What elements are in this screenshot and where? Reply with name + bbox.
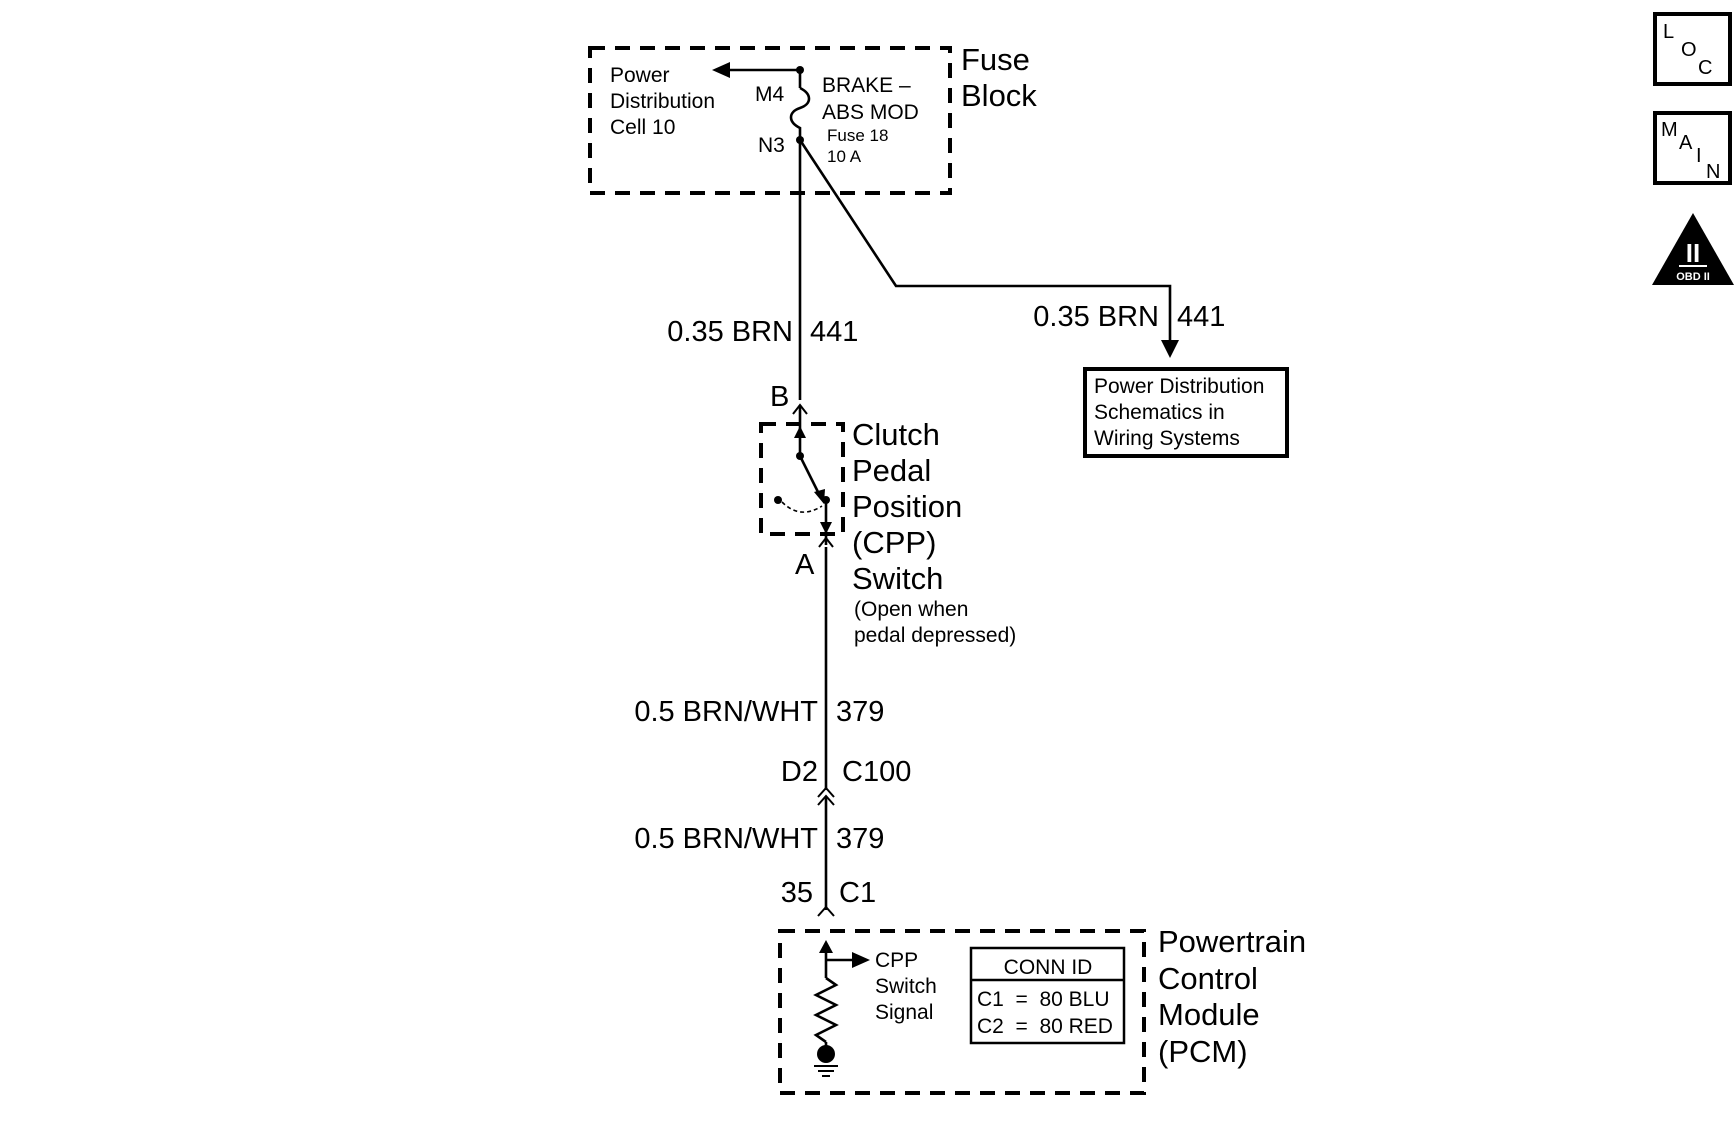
- pcm-ground-node-dot: [817, 1045, 835, 1063]
- wire-379-upper-gauge-color: 0.5 BRN/WHT: [634, 696, 818, 728]
- wire-441-branch: [798, 139, 1172, 342]
- circuit-441-branch: 0.35 BRN 441: [798, 139, 1225, 358]
- pull-down-resistor-icon: [813, 976, 839, 1044]
- cpp-switch: B A Clutch Pedal Position (CPP) Switch (…: [759, 381, 1016, 647]
- loc-letter-1: L: [1663, 21, 1674, 43]
- cpp-terminal-a-arrow-icon: [820, 522, 832, 534]
- power-distribution-reference-line3: Wiring Systems: [1094, 427, 1240, 450]
- fuse-block-title-line2: Block: [961, 78, 1037, 113]
- cpp-switch-note-line2: pedal depressed): [854, 624, 1016, 647]
- pcm-name-line4: (PCM): [1158, 1034, 1248, 1069]
- main-letter-4: N: [1706, 161, 1720, 183]
- main-button-frame[interactable]: [1653, 111, 1732, 185]
- wire-379-lower-circuit: 379: [836, 823, 884, 855]
- cpp-switch-name-line4: (CPP): [852, 525, 936, 560]
- pcm-connector-c1: 35 C1: [781, 877, 876, 917]
- obd-ii-button[interactable]: II OBD II: [1652, 213, 1734, 285]
- power-distribution-reference-line2: Schematics in: [1094, 401, 1225, 424]
- fuse-terminal-top-dot: [796, 66, 804, 74]
- cpp-switch-open-contact-dot: [774, 496, 782, 504]
- connector-c100-pin: D2: [781, 756, 818, 788]
- power-distribution-label-line3: Cell 10: [610, 116, 675, 139]
- cpp-switch-note-line1: (Open when: [854, 598, 968, 621]
- pcm-signal-arrow-icon: [852, 952, 870, 968]
- power-distribution-reference-box[interactable]: [1083, 367, 1289, 458]
- power-distribution-reference[interactable]: Power Distribution Schematics in Wiring …: [1083, 367, 1289, 458]
- loc-button[interactable]: L O C: [1653, 12, 1732, 86]
- pcm-input-arrow-icon: [819, 940, 833, 953]
- power-distribution-reference-line1: Power Distribution: [1094, 375, 1264, 398]
- pcm: Powertrain Control Module (PCM) CPP Swit…: [778, 924, 1306, 1095]
- pcm-signal-label-line2: Switch: [875, 975, 937, 998]
- wire-441-main-circuit: 441: [810, 316, 858, 348]
- conn-id-row-c1: C1 = 80 BLU: [977, 988, 1110, 1011]
- loc-letter-2: O: [1681, 39, 1697, 61]
- pcm-name-line1: Powertrain: [1158, 924, 1306, 959]
- fuse-block: Fuse Block Power Distribution Cell 10 M4…: [588, 42, 1037, 195]
- obd-ii-numeral: II: [1686, 238, 1700, 268]
- cpp-switch-outline: [759, 422, 845, 536]
- connector-c100-chevron-top-icon: [817, 786, 835, 798]
- circuit-441-main: 0.35 BRN 441: [667, 140, 858, 400]
- pcm-connector-pin: 35: [781, 877, 813, 909]
- fuse-block-outline: [588, 46, 952, 195]
- conn-id-row-c2: C2 = 80 RED: [977, 1015, 1113, 1038]
- loc-letter-3: C: [1698, 57, 1712, 79]
- wire-441-branch-arrow-icon: [1161, 340, 1179, 358]
- fuse-number: Fuse 18: [827, 126, 888, 145]
- fuse-pin-top: M4: [755, 83, 784, 106]
- wire-379-lower-gauge-color: 0.5 BRN/WHT: [634, 823, 818, 855]
- main-letter-1: M: [1661, 119, 1678, 141]
- pcm-signal-label-line1: CPP: [875, 949, 918, 972]
- conn-id-table: CONN ID C1 = 80 BLU C2 = 80 RED: [969, 946, 1126, 1045]
- cpp-switch-name-line2: Pedal: [852, 453, 931, 488]
- wire-441-main-gauge-color: 0.35 BRN: [667, 316, 793, 348]
- cpp-switch-travel-arc: [781, 501, 823, 513]
- main-letter-3: I: [1696, 145, 1702, 167]
- pcm-signal-label-line3: Signal: [875, 1001, 933, 1024]
- pcm-connector-name: C1: [839, 877, 876, 909]
- power-distribution-label-line2: Distribution: [610, 90, 715, 113]
- wire-441-branch-gauge-color: 0.35 BRN: [1033, 301, 1159, 333]
- wire-441-branch-circuit: 441: [1177, 301, 1225, 333]
- cpp-switch-pin-a: A: [795, 549, 815, 581]
- conn-id-table-border: [969, 946, 1126, 1045]
- fuse-rating: 10 A: [827, 147, 862, 166]
- main-button[interactable]: M A I N: [1653, 111, 1732, 185]
- power-feed-arrow-icon: [712, 62, 730, 78]
- main-letter-2: A: [1679, 132, 1693, 154]
- wire-379-upper-circuit: 379: [836, 696, 884, 728]
- fuse-name-line1: BRAKE –: [822, 74, 911, 97]
- obd-ii-triangle-icon[interactable]: [1652, 213, 1734, 285]
- circuit-379-upper: 0.5 BRN/WHT 379: [634, 547, 884, 790]
- loc-button-frame[interactable]: [1653, 12, 1732, 86]
- conn-id-header: CONN ID: [1004, 956, 1093, 979]
- fuse-name-line2: ABS MOD: [822, 101, 919, 124]
- fuse-block-title-line1: Fuse: [961, 42, 1030, 77]
- pcm-outline: [778, 929, 1146, 1095]
- fuse-symbol-icon: [789, 86, 811, 140]
- cpp-switch-blade: [798, 455, 822, 497]
- cpp-switch-name-line1: Clutch: [852, 417, 940, 452]
- connector-a-chevron-icon: [818, 536, 834, 548]
- circuit-379-lower: 0.5 BRN/WHT 379: [634, 796, 884, 910]
- fuse-pin-bottom: N3: [758, 134, 785, 157]
- connector-c100-name: C100: [842, 756, 911, 788]
- pcm-name-line3: Module: [1158, 997, 1260, 1032]
- cpp-switch-name-line3: Position: [852, 489, 962, 524]
- connector-c100: D2 C100: [781, 756, 911, 806]
- obd-ii-label: OBD II: [1676, 271, 1710, 283]
- pcm-connector-chevron-icon: [817, 905, 835, 917]
- power-distribution-label-line1: Power: [610, 64, 670, 87]
- cpp-switch-pin-b: B: [770, 381, 789, 413]
- cpp-switch-name-line5: Switch: [852, 561, 943, 596]
- pcm-name-line2: Control: [1158, 961, 1258, 996]
